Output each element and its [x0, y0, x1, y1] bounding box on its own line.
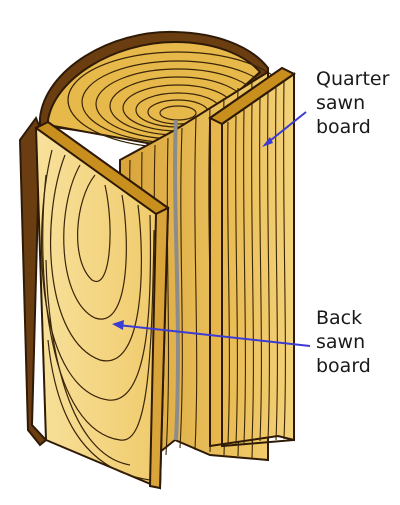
- quarter-label-line-3: board: [316, 116, 371, 138]
- quarter-sawn-label: Quarter sawn board: [316, 67, 389, 139]
- quarter-sawn-board: [208, 66, 296, 448]
- quarter-label-line-1: Quarter: [316, 68, 390, 90]
- back-sawn-board: [34, 120, 170, 490]
- back-label-line-1: Back: [316, 307, 363, 329]
- quarter-label-line-2: sawn: [316, 92, 366, 114]
- back-label-line-3: board: [316, 355, 371, 377]
- back-sawn-label: Back sawn board: [316, 306, 371, 378]
- back-arrow: [112, 320, 311, 347]
- back-label-line-2: sawn: [316, 331, 366, 353]
- quarter-arrow: [262, 111, 307, 147]
